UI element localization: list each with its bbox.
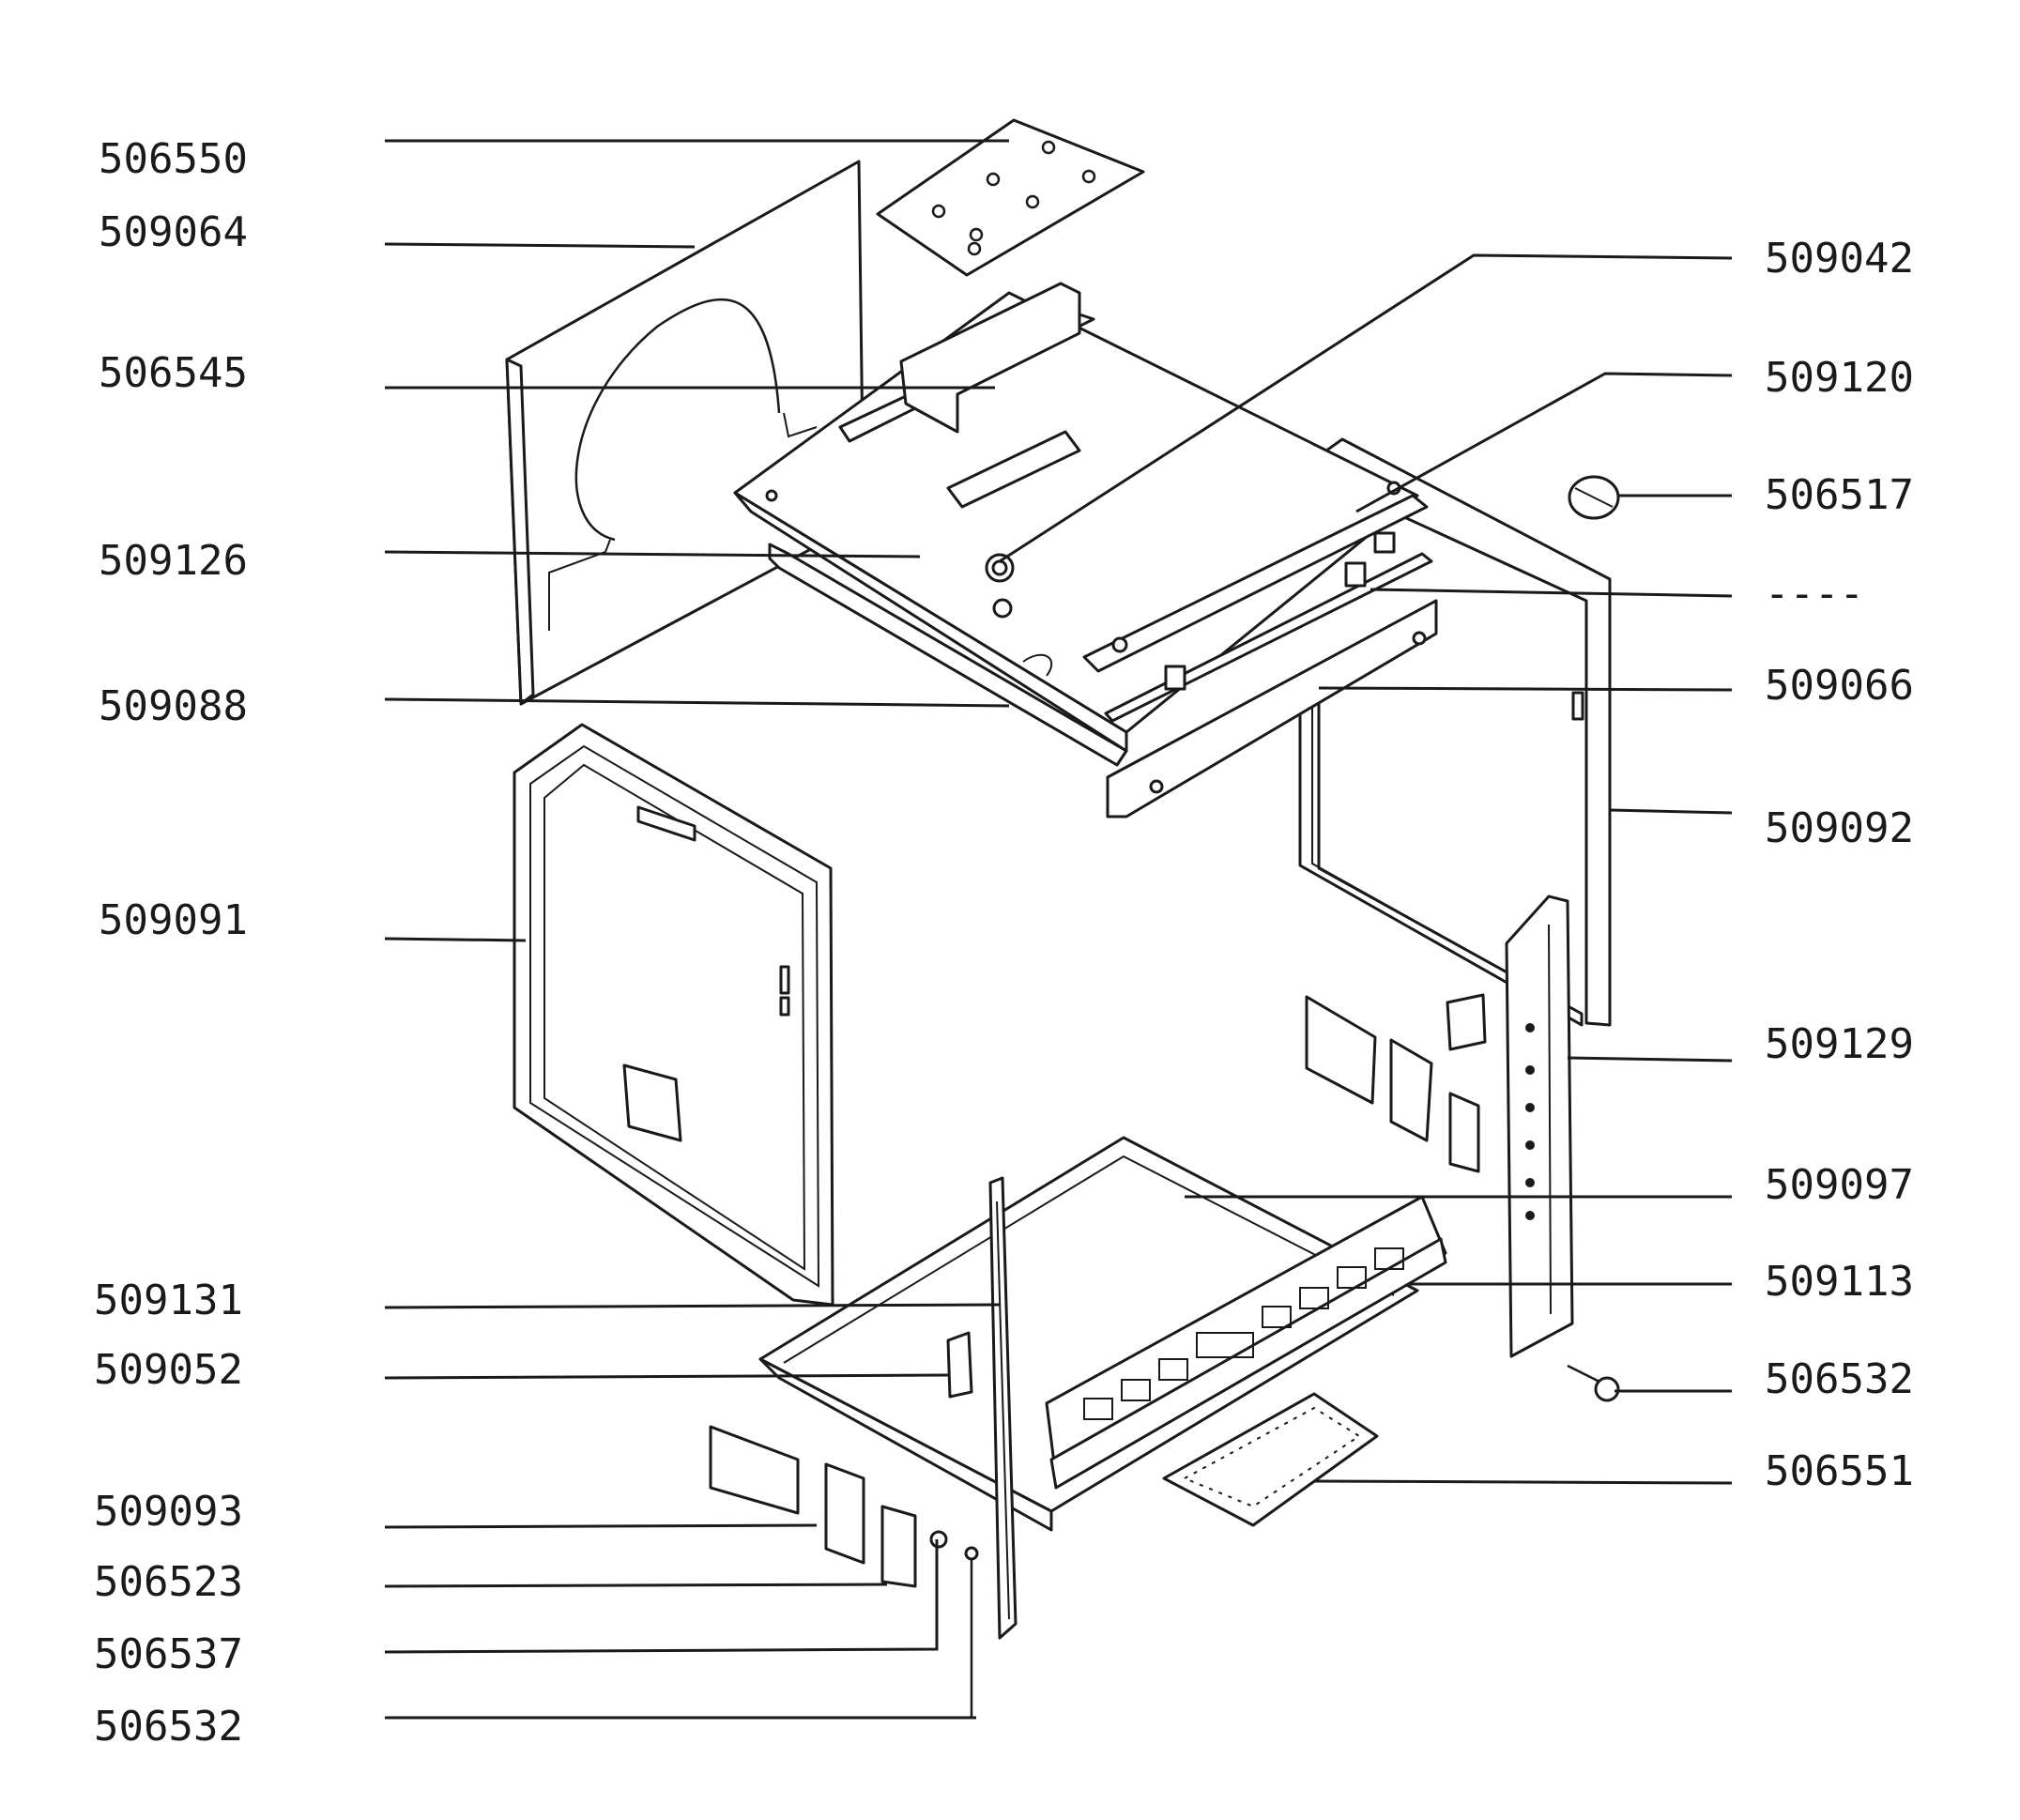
label-509066: 509066 (1765, 662, 1914, 710)
label-509120: 509120 (1765, 354, 1914, 402)
right-hinge-set (1305, 993, 1487, 1173)
bottom-front-rail (1045, 1195, 1447, 1490)
label-506532-right: 506532 (1765, 1355, 1914, 1403)
right-part-labels: 509042 509120 506517 ---- 509066 509092 … (1765, 235, 1914, 1495)
label-509091: 509091 (99, 896, 248, 944)
screw-right (1567, 1364, 1620, 1402)
label-509113: 509113 (1765, 1258, 1914, 1306)
label-506550: 506550 (99, 135, 248, 183)
label-506523: 506523 (94, 1558, 243, 1606)
label-509064: 509064 (99, 208, 248, 256)
label-506517: 506517 (1765, 471, 1914, 519)
parts-drawing (505, 118, 1620, 1718)
label-509042: 509042 (1765, 235, 1914, 283)
left-part-labels: 506550 509064 506545 509126 509088 50909… (94, 135, 248, 1751)
label-509097: 509097 (1765, 1161, 1914, 1209)
left-hinge-set (709, 1425, 948, 1588)
label-506551: 506551 (1765, 1447, 1914, 1495)
label-509093: 509093 (94, 1488, 243, 1536)
label-509052: 509052 (94, 1346, 243, 1394)
small-clip (946, 1331, 973, 1399)
front-side-panel (513, 723, 834, 1307)
label-509088: 509088 (99, 682, 248, 730)
left-vertical-strip (988, 1176, 1018, 1640)
label-506537: 506537 (94, 1630, 243, 1678)
lower-rail (1104, 531, 1438, 818)
label-509092: 509092 (1765, 804, 1914, 852)
right-vertical-strip (1505, 895, 1574, 1358)
label-506545: 506545 (99, 349, 248, 397)
bottom-plate (1162, 1392, 1379, 1527)
label-509126: 509126 (99, 537, 248, 585)
left-side-panel-back (505, 160, 865, 706)
label-506532-left: 506532 (94, 1703, 243, 1751)
plug-cap (1568, 475, 1620, 520)
top-plate (876, 118, 1145, 277)
label-509131: 509131 (94, 1277, 243, 1324)
top-support-rail (768, 543, 1128, 767)
leader-lines (384, 139, 1733, 1720)
label-509129: 509129 (1765, 1020, 1914, 1068)
label-dash: ---- (1765, 570, 1864, 618)
screw-left (964, 1546, 979, 1718)
